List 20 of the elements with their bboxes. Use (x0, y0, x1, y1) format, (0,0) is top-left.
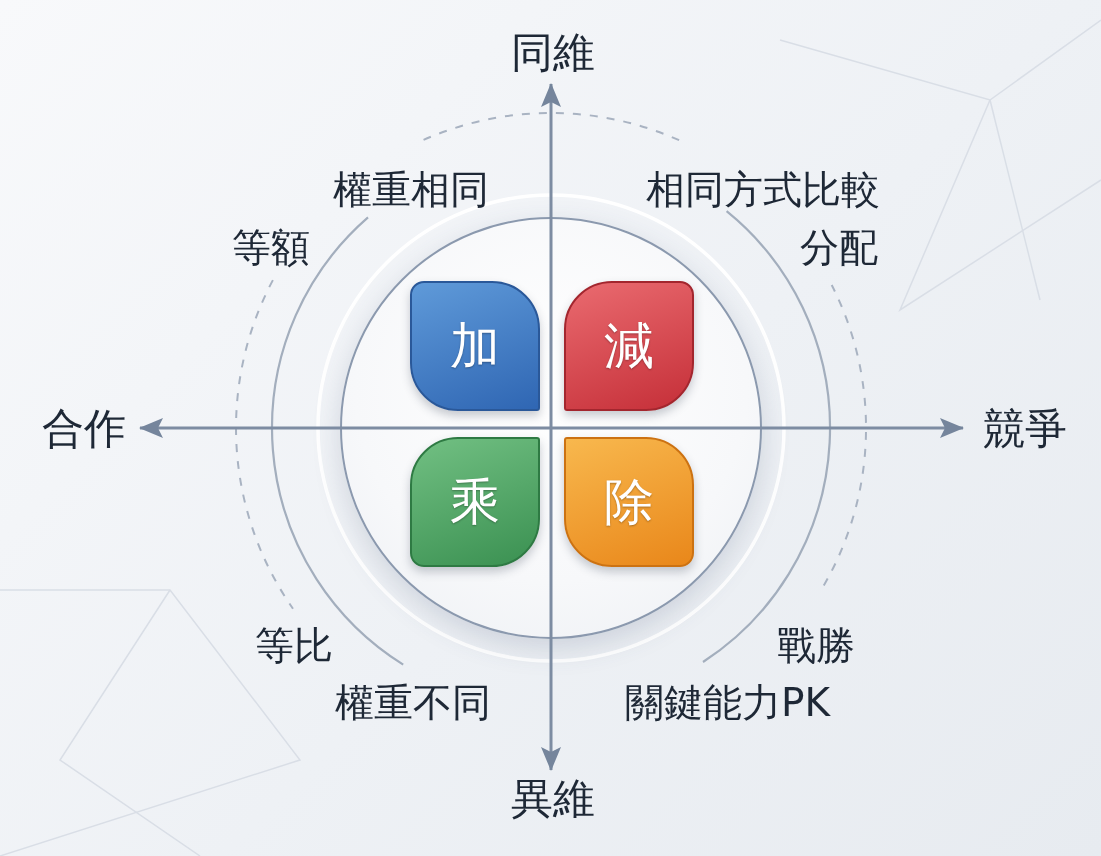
axis-label: 合作 (42, 408, 126, 450)
operation-label: 除 (604, 477, 654, 527)
quadrant-label: 等額 (232, 228, 310, 267)
operation-tile (410, 437, 540, 567)
quadrant-label: 分配 (800, 228, 878, 267)
quadrant-label: 關鍵能力PK (624, 683, 830, 722)
operation-label: 減 (604, 321, 654, 371)
operation-tile (564, 437, 694, 567)
quadrant-label: 權重不同 (335, 683, 491, 722)
quadrant-label: 戰勝 (777, 626, 855, 665)
operation-tile (564, 281, 694, 411)
operation-label: 加 (450, 321, 500, 371)
axis-label: 同維 (511, 32, 595, 74)
operation-label: 乘 (450, 477, 500, 527)
operation-tile (410, 281, 540, 411)
quadrant-label: 相同方式比較 (646, 170, 880, 209)
axis-label: 競爭 (983, 408, 1067, 450)
quadrant-label: 權重相同 (333, 170, 489, 209)
axis-label: 異維 (511, 778, 595, 820)
quadrant-label: 等比 (255, 626, 333, 665)
